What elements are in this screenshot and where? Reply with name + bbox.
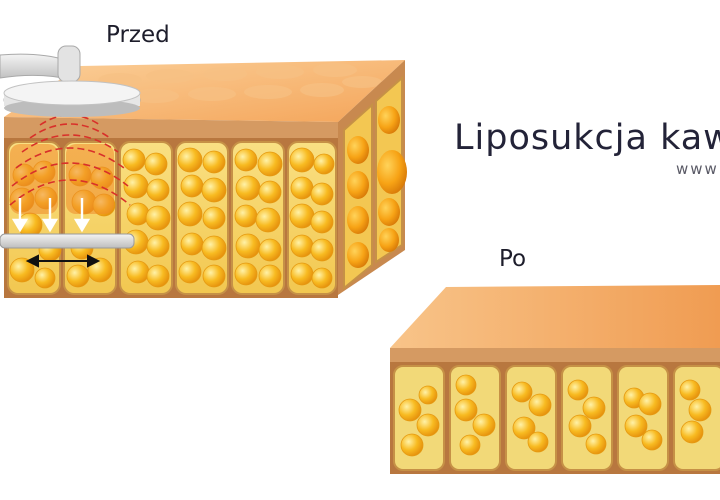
- double-arrow-icon: [25, 254, 101, 268]
- after-skin-front: [390, 348, 720, 362]
- cannula-icon: [0, 233, 135, 249]
- after-skin-surface: [390, 285, 720, 348]
- before-side-fat-cells: [347, 106, 407, 268]
- website-text: www: [676, 160, 719, 178]
- before-skin-front: [4, 117, 338, 140]
- after-tissue-block: [390, 285, 720, 474]
- label-after: Po: [499, 246, 527, 272]
- page-title: Liposukcja kaw: [454, 118, 720, 158]
- after-fat-cells: [398, 374, 712, 457]
- before-tissue-block: [0, 45, 407, 298]
- label-before: Przed: [106, 22, 170, 48]
- ultrasound-waves: [9, 114, 131, 206]
- down-arrow-icon: [11, 198, 91, 233]
- ultrasound-probe-icon: [0, 45, 141, 117]
